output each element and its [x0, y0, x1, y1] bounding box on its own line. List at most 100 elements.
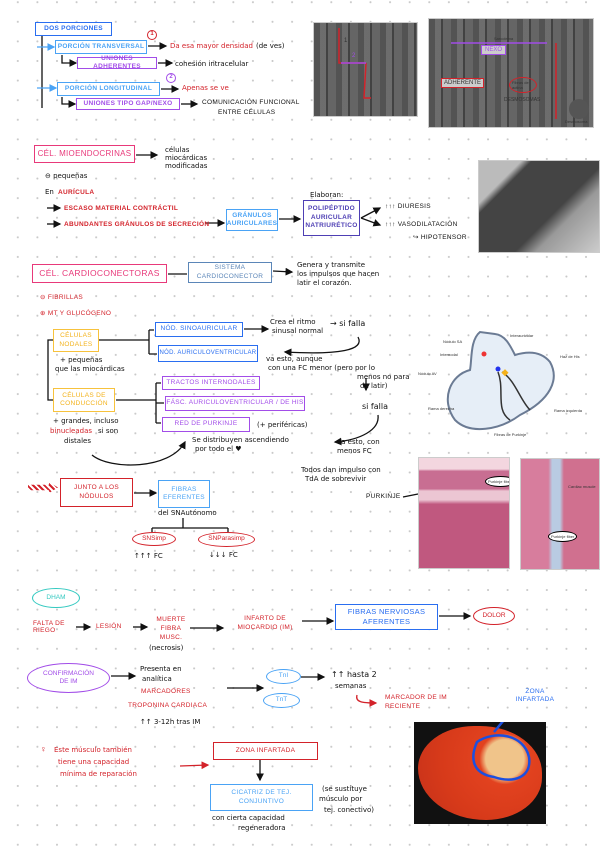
porcion-transversal-box: PORCIÓN TRANSVERSAL: [55, 40, 147, 54]
marcador-reciente-text: MARCADOR DE IM RECIENTE: [385, 694, 447, 711]
bullet-en: En: [45, 188, 54, 196]
lesion-text: LESIÓN: [96, 623, 122, 630]
mioendocrinas-desc-3: modificadas: [165, 162, 208, 170]
label-internodal: Internodal: [440, 352, 458, 357]
mioendocrinas-desc-2: miocárdicas: [165, 154, 208, 162]
cardiac-muscle-label: Cardiac muscle: [568, 484, 596, 489]
cicatriz-box: CICATRIZ DE TEJ. CONJUNTIVO: [210, 784, 313, 811]
label-haz-his: Haz de His: [560, 354, 580, 359]
sistema-note-2: los impulsos que hacen: [297, 270, 380, 278]
gap-note-2: ENTRE CÉLULAS: [218, 109, 276, 116]
uniones-gap-box: UNIONES TIPO GAP/NEXO: [76, 98, 180, 110]
sustituye-1: (se sustituye: [322, 785, 367, 793]
conduccion-note-3: distales: [64, 437, 91, 445]
av-note-1: va esto, aunque: [266, 355, 323, 363]
bullet-auricula: AURÍCULA: [58, 189, 95, 196]
troponina-time: ↑↑ 3-12h tras IM: [140, 718, 201, 726]
transversal-note: Da esa mayor densidad: [170, 42, 253, 50]
sustituye-2: músculo por: [319, 795, 363, 803]
adherente-label: ADHERENTE: [441, 78, 485, 88]
infarcted-heart-image: [414, 722, 546, 824]
bullet-pequenas: ⊖ pequeñas: [45, 172, 88, 180]
confirmacion-im-ellipse: CONFIRMACIÓN DE IM: [27, 663, 110, 693]
fallback-note-1: va esto, con: [337, 438, 380, 446]
nodo-sinoauricular-box: NÓD. SINOAURICULAR: [155, 322, 243, 337]
desmosomas-label: DESMOSOMAS: [504, 97, 541, 103]
fibrillas-bullet: ⊖ FIBRILLAS: [40, 294, 84, 301]
nodo-auriculoventricular-box: NÓD. AURICULOVENTRICULAR: [158, 345, 258, 362]
dolor-ellipse: DOLOR: [473, 607, 515, 625]
histology-purkinje-image-2: Cardiac muscle Purkinje fiber: [520, 458, 600, 570]
fibras-nerviosas-box: FIBRAS NERVIOSAS AFERENTES: [335, 604, 438, 630]
mioendocrinas-desc-1: células: [165, 146, 190, 154]
purkinje-fiber-label: Purkinje fiber: [548, 531, 578, 542]
reparacion-1: Este músculo también: [54, 746, 132, 754]
falta-riego-text: FALTA DE RIEGO: [33, 620, 65, 635]
purkinje-label: PURKINJE: [366, 493, 401, 500]
zona-infartada-label: ZONA INFARTADA: [515, 688, 555, 704]
dos-porciones-box: DOS PORCIONES: [35, 22, 112, 36]
mt-glucogeno-bullet: ⊕ MT y GLUCÓGENO: [40, 310, 112, 317]
parasimp-effect: ↓↓↓ FC: [209, 551, 238, 559]
junto-nodulos-box: JUNTO A LOS NÓDULOS: [60, 478, 133, 507]
sa-note-2: sinusal normal: [272, 327, 324, 335]
purkinje-desc-1: Se distribuyen ascendiendo: [192, 436, 289, 444]
regeneradora-1: con cierta capacidad: [212, 814, 285, 822]
nodales-note-2: que las miocárdicas: [55, 365, 125, 373]
sistema-note-3: latir el corazón.: [297, 279, 352, 287]
presenta-1: Presenta en: [140, 665, 182, 673]
tni-ellipse: TnI: [266, 669, 301, 684]
heart-conduction-diagram: Nódulo SA Internodal Nódulo AV Interauri…: [410, 320, 600, 445]
red-purkinje-box: RED DE PURKINJE: [162, 417, 250, 432]
regeneradora-2: regeneradora: [238, 824, 286, 832]
fallback-note-2: menos FC: [337, 447, 372, 455]
label-nodulo-sa: Nódulo SA: [443, 339, 463, 344]
porcion-longitudinal-box: PORCIÓN LONGITUDINAL: [57, 82, 160, 96]
av-note-4: de latir): [360, 382, 388, 390]
histology-purkinje-image-1: Purkinje fibers: [418, 457, 510, 569]
conduccion-note-1: + grandes, incluso: [53, 417, 119, 425]
muerte-fibra-text: MUERTE FIBRA MUSC.: [156, 616, 186, 641]
infarto-text: INFARTO DE MIOCARDIO (IM): [237, 615, 293, 631]
av-note-3: menos no para: [357, 373, 410, 381]
fibras-eferentes-box: FIBRAS EFERENTES: [158, 480, 210, 508]
bullet-abundantes: ABUNDANTES GRÁNULOS DE SECRECIÓN: [64, 221, 210, 228]
conduccion-note-2a: binucleadas: [50, 427, 93, 435]
purkinje-fibers-label: Purkinje fibers: [485, 476, 509, 487]
hasta-semanas-2: semanas: [335, 682, 367, 690]
transversal-note-extra: (de ves): [256, 42, 285, 50]
hipotensor-text: ↪ HIPOTENSOR: [413, 234, 467, 241]
celulas-nodales-box: CÉLULAS NODALES: [53, 329, 99, 352]
label-fibras-purkinje: Fibras de Purkinje: [494, 432, 527, 437]
lightbulb-icon: ♀: [40, 744, 47, 754]
tractos-internodales-box: TRACTOS INTERNODALES: [162, 376, 260, 390]
diuresis-text: ↑↑↑ DIURESIS: [385, 203, 431, 210]
sn-simpatico-ellipse: SNSimp: [132, 532, 176, 546]
snautonomo-text: del SNAutónomo: [158, 509, 217, 517]
micrograph-intercalated-disc-2: NEXO ADHERENTE Fibras de actina DESMOSOM…: [428, 18, 594, 128]
label-rama-derecha: Rama derecha: [428, 406, 455, 411]
label-nodulo-av: Nódulo AV: [418, 371, 437, 376]
label-1: 1: [344, 38, 348, 44]
conduccion-note-2b: si son: [98, 427, 119, 435]
impulso-note-2: TdA de sobrevivir: [305, 475, 367, 483]
celulas-conduccion-box: CÉLULAS DE CONDUCCIÓN: [53, 388, 115, 412]
elaboran-label: Elaboran:: [310, 191, 344, 199]
mioendocrinas-title: CÉL. MIOENDOCRINAS: [34, 145, 135, 163]
number-2-badge: 2: [166, 73, 176, 83]
micrograph-myoendocrine: [478, 160, 600, 253]
sistema-cardioconector-box: SISTEMA CARDIOCONECTOR: [188, 262, 272, 283]
vasodilatacion-text: ↑↑↑ VASODILATACIÓN: [385, 221, 458, 228]
fibras-label: Fibras de actina: [509, 77, 537, 93]
fasciculo-his-box: FÁSC. AURICULOVENTRICULAR / DE HIS: [165, 396, 305, 411]
reparacion-3: mínima de reparación: [60, 770, 137, 778]
si-falla-2: si falla: [362, 402, 388, 411]
purkinje-note: (+ periféricas): [257, 421, 308, 429]
troponina-text: TROPONINA CARDIACA: [128, 702, 208, 709]
si-falla-1: → si falla: [330, 319, 366, 328]
longitudinal-note: Apenas se ve: [182, 84, 229, 92]
granulos-auriculares-box: GRÁNULOS AURICULARES: [226, 209, 278, 231]
label-rama-izquierda: Rama izquierda: [554, 408, 583, 413]
sa-note-1: Crea el ritmo: [270, 318, 316, 326]
